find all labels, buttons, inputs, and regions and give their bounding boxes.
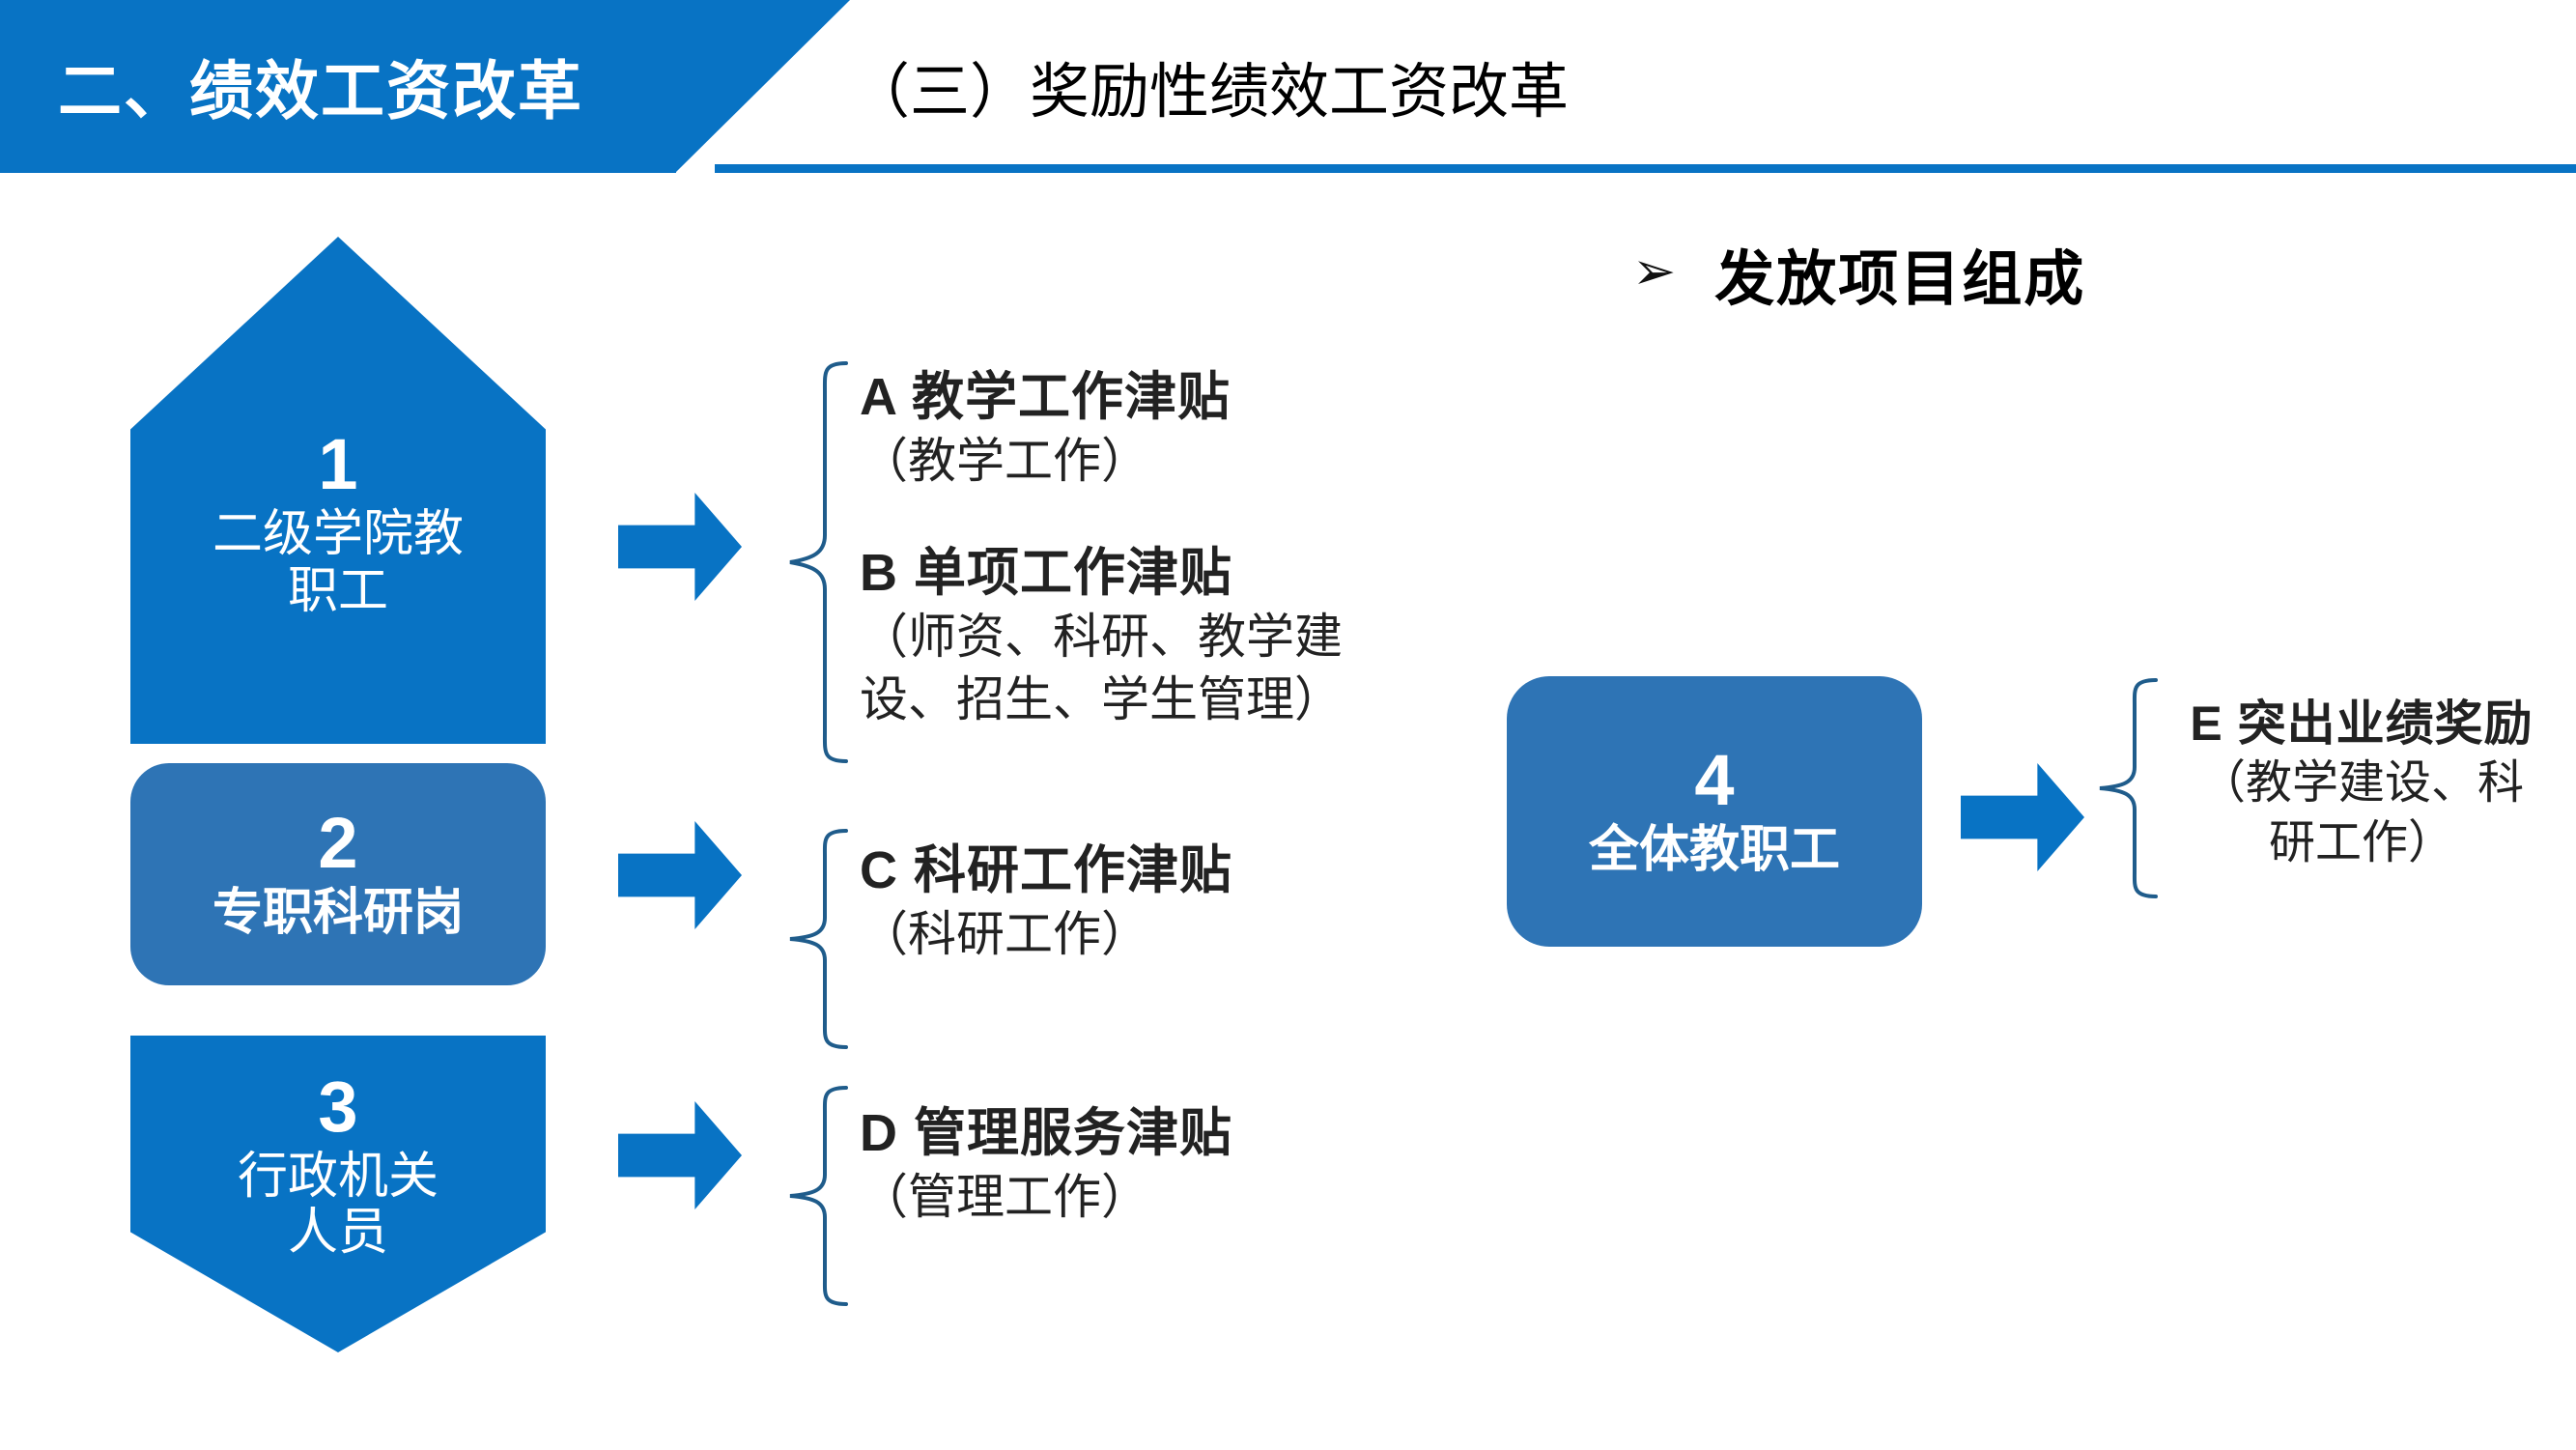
group-shape-4[interactable]: 4 全体教职工 (1507, 676, 1922, 947)
group-number-3: 3 (318, 1066, 358, 1147)
arrow-right-glyph-4 (1961, 763, 2084, 871)
group-label-3: 行政机关 人员 (238, 1149, 439, 1261)
item-block-b: B 单项工作津贴 （师资、科研、教学建 设、招生、学生管理） (860, 541, 1343, 731)
item-block-a: A 教学工作津贴 （教学工作） (860, 365, 1231, 493)
group-label-3-line1: 行政机关 (237, 1148, 439, 1205)
curly-brace-d (784, 1084, 852, 1308)
curly-brace-ab (784, 359, 852, 765)
section-heading: ➢ 发放项目组成 (1632, 230, 2085, 317)
header-banner-label: 二、绩效工资改革 (58, 55, 583, 127)
header-rule (715, 164, 2576, 173)
item-sub-e: （教学建设、科 研工作） (2154, 753, 2569, 874)
arrow-bullet-icon: ➢ (1632, 242, 1677, 300)
arrow-right-glyph-3 (618, 1101, 742, 1209)
item-sub-d: （管理工作） (860, 1166, 1232, 1229)
group-label-2: 专职科研岗 (212, 884, 464, 941)
item-block-e: E 突出业绩奖励 （教学建设、科 研工作） (2154, 694, 2569, 874)
arrow-right-icon-3 (618, 1101, 742, 1209)
group-label-3-line2: 人员 (287, 1205, 388, 1261)
item-sub-b: （师资、科研、教学建 设、招生、学生管理） (860, 606, 1343, 731)
item-sub-c: （科研工作） (860, 903, 1232, 966)
section-heading-text: 发放项目组成 (1714, 246, 2086, 313)
header-rule-left (0, 166, 676, 173)
arrow-right-icon-2 (618, 821, 742, 929)
group-label-4: 全体教职工 (1588, 821, 1840, 878)
group-number-4: 4 (1694, 739, 1735, 820)
curly-brace-c (784, 827, 852, 1051)
group-shape-2[interactable]: 2 专职科研岗 (130, 763, 546, 985)
group-shape-1[interactable]: 1 二级学院教 职工 (130, 237, 546, 744)
arrow-right-glyph-1 (618, 493, 742, 601)
item-sub-c-line1: （科研工作） (860, 906, 1149, 961)
item-sub-e-line1: （教学建设、科 (2198, 757, 2524, 809)
group-label-1-line2: 职工 (287, 562, 388, 619)
item-sub-b-line2: 设、招生、学生管理） (860, 671, 1343, 726)
group-shape-3[interactable]: 3 行政机关 人员 (130, 1036, 546, 1352)
arrow-right-icon-1 (618, 493, 742, 601)
group-label-1-line1: 二级学院教 (212, 506, 464, 563)
item-sub-a: （教学工作） (860, 430, 1231, 493)
group-number-2: 2 (318, 802, 358, 883)
item-sub-a-line1: （教学工作） (860, 433, 1149, 488)
item-block-d: D 管理服务津贴 （管理工作） (860, 1101, 1232, 1229)
item-title-e: E 突出业绩奖励 (2190, 697, 2534, 751)
item-sub-e-line2: 研工作） (2268, 817, 2454, 869)
item-block-c: C 科研工作津贴 （科研工作） (860, 839, 1232, 966)
item-title-c: C 科研工作津贴 (860, 841, 1232, 899)
group-number-1: 1 (318, 424, 358, 505)
slide-header: 二、绩效工资改革 （三）奖励性绩效工资改革 (0, 0, 2576, 193)
item-title-d: D 管理服务津贴 (860, 1104, 1232, 1162)
arrow-right-glyph-2 (618, 821, 742, 929)
page-title: （三）奖励性绩效工资改革 (850, 59, 1570, 126)
arrow-right-icon-4 (1961, 763, 2084, 871)
item-sub-b-line1: （师资、科研、教学建 (860, 609, 1343, 664)
group-label-1: 二级学院教 职工 (212, 506, 464, 618)
item-title-a: A 教学工作津贴 (860, 368, 1231, 426)
item-sub-d-line1: （管理工作） (860, 1169, 1149, 1224)
curly-brace-e (2094, 676, 2162, 900)
item-title-b: B 单项工作津贴 (860, 544, 1232, 602)
